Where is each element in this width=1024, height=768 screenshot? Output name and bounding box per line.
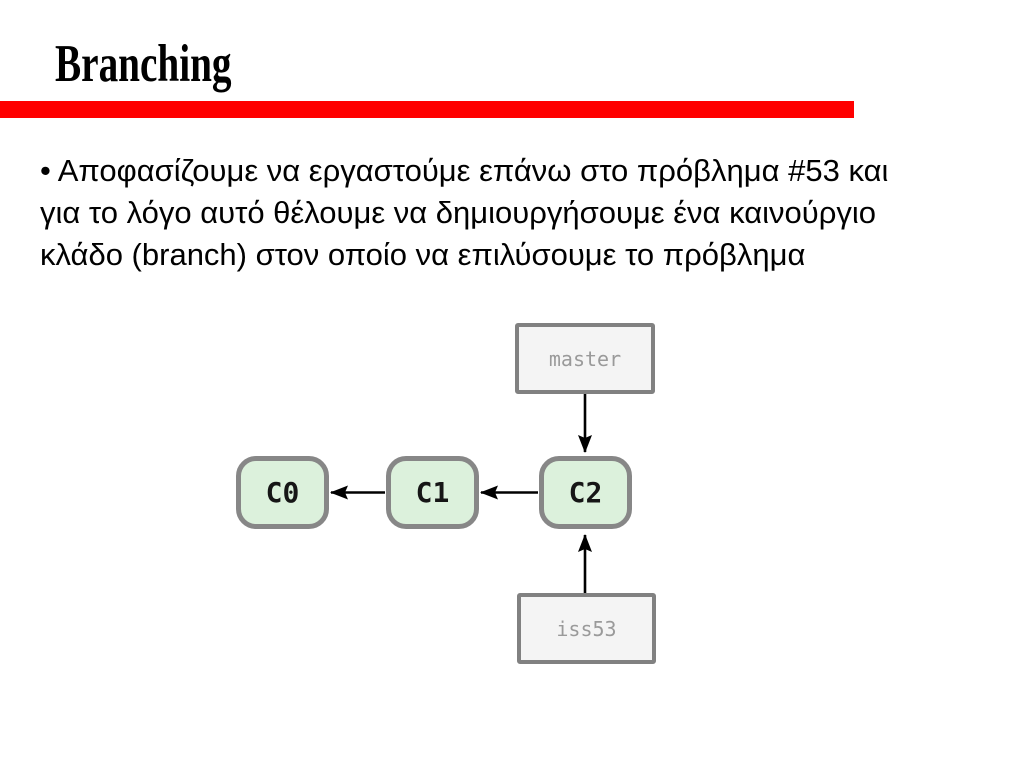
slide-title: Branching xyxy=(55,35,232,93)
branch-pointer-iss53-label: iss53 xyxy=(556,616,617,641)
commit-node-c0-label: C0 xyxy=(265,476,300,509)
commit-node-c0: C0 xyxy=(236,456,329,529)
bullet-paragraph: • Αποφασίζουμε να εργαστούμε επάνω στο π… xyxy=(40,150,888,276)
title-underline-rule xyxy=(0,101,854,118)
paragraph-line-1: • Αποφασίζουμε να εργαστούμε επάνω στο π… xyxy=(40,153,889,188)
paragraph-line-3: κλάδο (branch) στον οποίο να επιλύσουμε … xyxy=(40,237,806,272)
branch-pointer-master: master xyxy=(515,323,655,394)
commit-node-c2-label: C2 xyxy=(568,476,603,509)
commit-node-c2: C2 xyxy=(539,456,632,529)
branch-pointer-iss53: iss53 xyxy=(517,593,656,664)
branch-pointer-master-label: master xyxy=(548,346,622,371)
paragraph-line-2: για το λόγο αυτό θέλουμε να δημιουργήσου… xyxy=(40,195,876,230)
commit-node-c1: C1 xyxy=(386,456,479,529)
commit-node-c1-label: C1 xyxy=(415,476,450,509)
